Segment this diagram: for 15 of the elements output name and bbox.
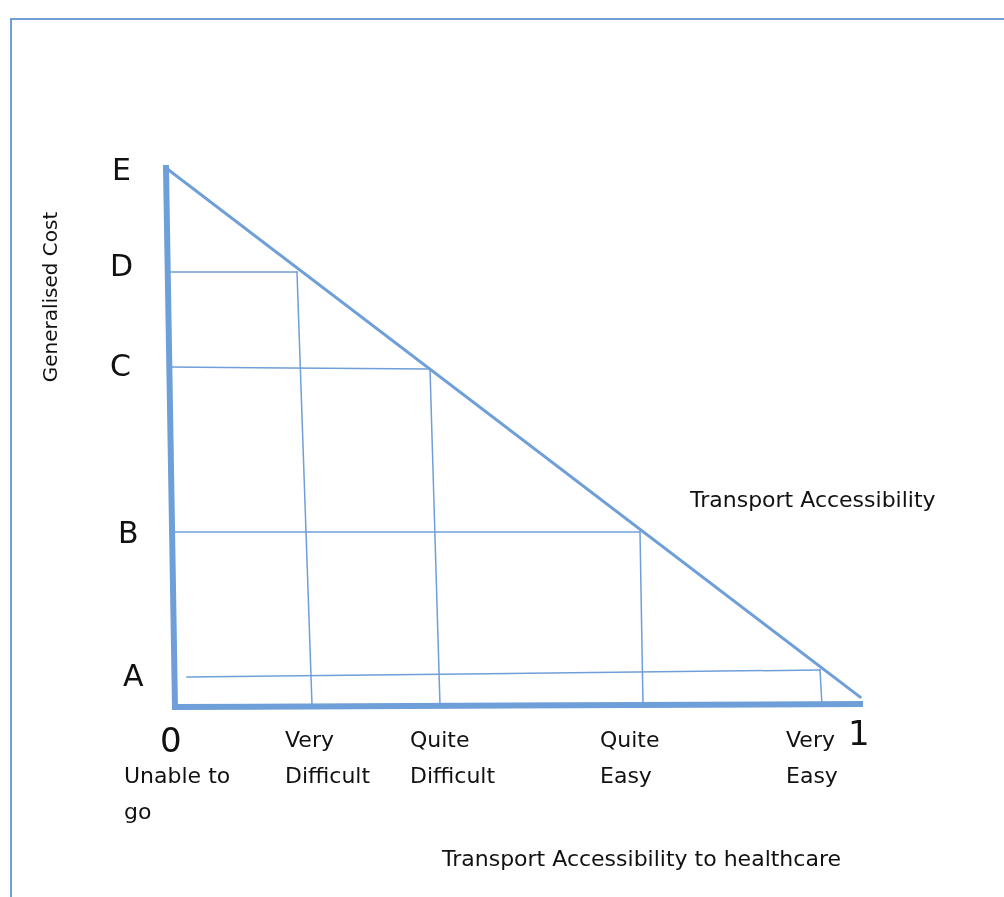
category-label: Unable to go xyxy=(124,762,232,826)
category-label: Very Difficult xyxy=(285,726,371,790)
axis-tick-label: B xyxy=(118,515,139,551)
axis-tick-label: C xyxy=(110,348,131,384)
category-label: Quite Easy xyxy=(600,726,660,790)
axis-title: Generalised Cost xyxy=(37,211,62,383)
category-label: Very Easy xyxy=(786,726,838,790)
axis-tick-label: A xyxy=(123,658,144,694)
axis-title: Transport Accessibility to healthcare xyxy=(442,846,841,873)
axis-tick-label: 1 xyxy=(848,713,870,754)
axis-tick-label: 0 xyxy=(160,720,182,761)
axis-tick-label: D xyxy=(110,248,134,284)
line-label: Transport Accessibility xyxy=(690,487,936,514)
category-label: Quite Difficult xyxy=(410,726,496,790)
axis-tick-label: E xyxy=(112,152,131,188)
